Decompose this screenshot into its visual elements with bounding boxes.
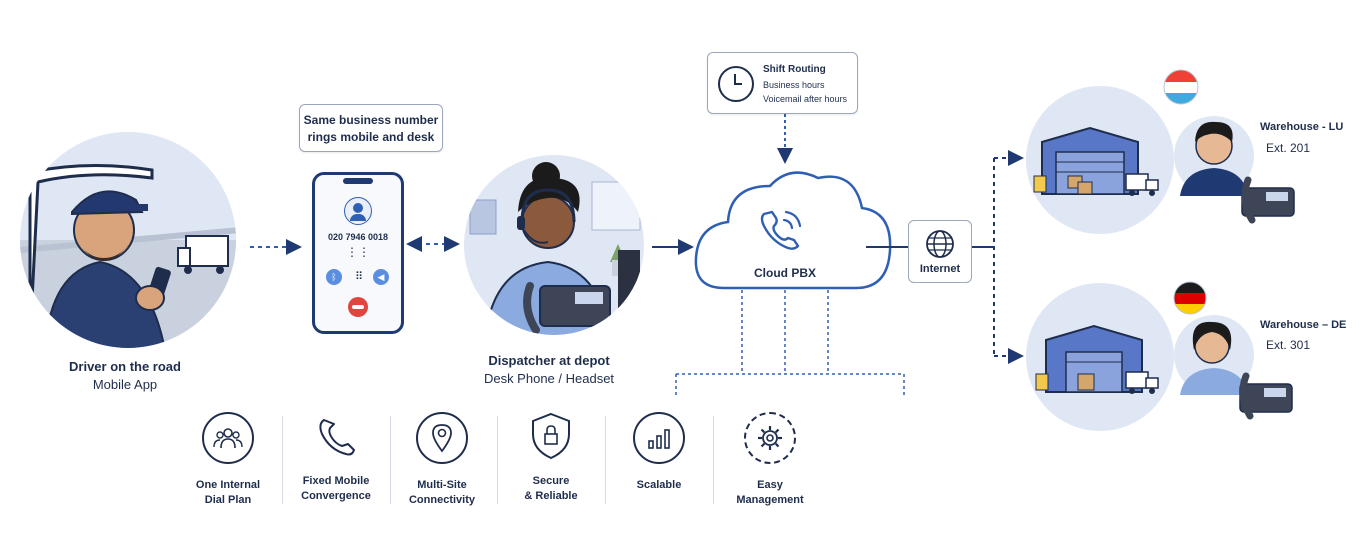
shift-routing-title: Shift Routing — [763, 64, 826, 75]
internet-label: Internet — [919, 263, 961, 275]
dialpad-icon[interactable]: ⠿ — [354, 271, 364, 283]
same-number-line2: rings mobile and desk — [307, 130, 435, 144]
feature-management-line2: Management — [736, 494, 804, 506]
feature-multisite-line1: Multi-Site — [417, 479, 467, 491]
shield-lock-icon — [527, 412, 575, 460]
feature-divider — [605, 416, 606, 504]
feature-dial-plan-line2: Dial Plan — [204, 494, 252, 506]
warehouse-lu-name: Warehouse - LU — [1260, 121, 1344, 133]
desk-phone-de-icon — [1239, 372, 1293, 420]
internet-branch-lines — [970, 150, 1024, 364]
clock-icon — [718, 66, 754, 102]
keypad-icon[interactable]: ⋮⋮ — [346, 245, 370, 259]
smartphone-mockup[interactable]: 020 7946 0018 ⋮⋮ ᛒ ⠿ ◀ — [312, 172, 404, 334]
location-pin-icon — [416, 412, 468, 464]
person-lu-avatar — [1174, 116, 1254, 196]
gear-icon — [744, 412, 796, 464]
germany-flag — [1173, 281, 1207, 315]
person-de-avatar — [1174, 315, 1254, 395]
warehouse-de-name: Warehouse – DE — [1260, 319, 1347, 331]
feature-secure-line2: & Reliable — [524, 490, 578, 502]
people-group-icon — [202, 412, 254, 464]
speaker-icon[interactable]: ◀ — [373, 269, 389, 285]
shift-routing-line2: Voicemail after hours — [763, 94, 848, 104]
phone-number: 020 7946 0018 — [327, 232, 389, 242]
feature-divider — [713, 416, 714, 504]
desk-phone-lu-icon — [1241, 176, 1295, 224]
driver-subtitle: Mobile App — [92, 377, 158, 392]
globe-icon — [926, 230, 954, 258]
feature-dial-plan-line1: One Internal — [195, 479, 261, 491]
luxembourg-flag — [1163, 69, 1199, 105]
warehouse-lu-illustration — [1026, 86, 1174, 234]
shift-routing-line1: Business hours — [763, 80, 825, 90]
driver-illustration — [20, 132, 236, 348]
feature-fmc-line2: Convergence — [301, 490, 371, 502]
phone-notch — [343, 178, 373, 184]
contact-avatar-icon — [344, 197, 372, 225]
feature-divider — [282, 416, 283, 504]
feature-scalable: Scalable — [609, 412, 709, 493]
cloud-pbx-shape[interactable] — [694, 171, 892, 290]
dispatcher-title: Dispatcher at depot — [488, 353, 610, 368]
feature-management-line1: Easy — [757, 479, 783, 491]
shift-routing-callout: Shift Routing Business hours Voicemail a… — [707, 52, 858, 114]
dispatcher-illustration — [464, 155, 644, 335]
cloud-fanout-lines — [675, 290, 905, 396]
bluetooth-icon[interactable]: ᛒ — [326, 269, 342, 285]
bar-chart-icon — [633, 412, 685, 464]
dispatcher-subtitle: Desk Phone / Headset — [483, 371, 615, 386]
same-number-line1: Same business number — [303, 113, 439, 127]
warehouse-de-illustration — [1026, 283, 1174, 431]
feature-divider — [497, 416, 498, 504]
phone-wave-icon — [760, 210, 802, 250]
same-number-callout: Same business number rings mobile and de… — [299, 104, 443, 152]
phone-handset-icon — [312, 412, 360, 460]
internet-node[interactable]: Internet — [908, 220, 972, 283]
feature-secure: Secure & Reliable — [501, 412, 601, 504]
end-call-button[interactable] — [348, 297, 368, 317]
feature-fmc-line1: Fixed Mobile — [302, 475, 370, 487]
feature-scalable-line1: Scalable — [636, 479, 682, 491]
warehouse-lu-ext: Ext. 201 — [1266, 141, 1311, 155]
cloud-pbx-label: Cloud PBX — [754, 266, 816, 280]
feature-multisite-line2: Connectivity — [408, 494, 475, 506]
feature-divider — [390, 416, 391, 504]
driver-title: Driver on the road — [69, 359, 181, 374]
warehouse-de-ext: Ext. 301 — [1266, 338, 1311, 352]
feature-secure-line1: Secure — [532, 475, 570, 487]
truck-icon — [177, 235, 229, 274]
